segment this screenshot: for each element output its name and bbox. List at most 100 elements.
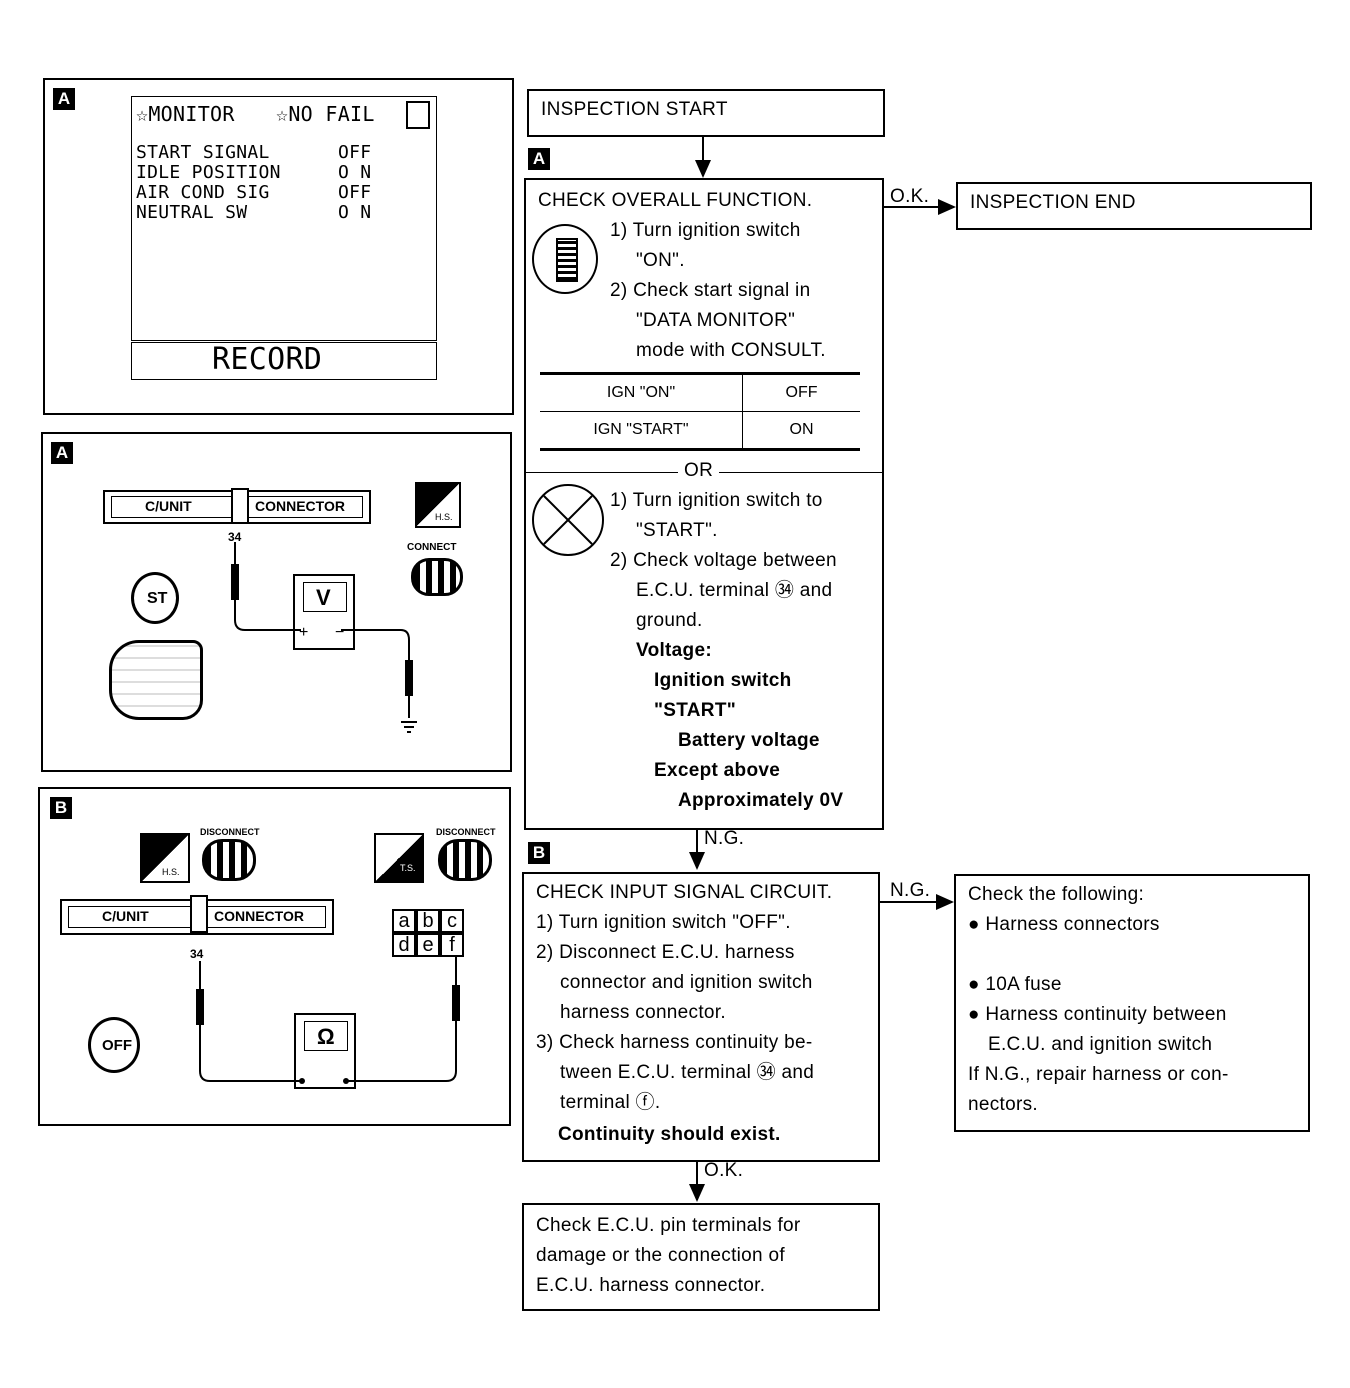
final-line: damage or the connection of [536, 1245, 785, 1266]
ng-label: N.G. [890, 880, 931, 901]
continuity-note: Continuity should exist. [558, 1124, 781, 1145]
check-a-step: "ON". [636, 250, 685, 271]
ohmmeter-symbol: Ω [317, 1024, 335, 1049]
plug-connect-icon [411, 558, 463, 596]
check-a-alt-step: 1) Turn ignition switch to [610, 490, 823, 511]
connector-pin-icon [231, 488, 249, 524]
record-label: RECORD [212, 342, 323, 377]
inspection-start-box: INSPECTION START [527, 89, 885, 137]
terminal-34-label: 34 [228, 530, 242, 544]
check-b-line: CHECK INPUT SIGNAL CIRCUIT. [536, 882, 833, 903]
connector-pin-icon [190, 895, 208, 933]
table-row: IGN "ON" OFF [540, 373, 860, 412]
voltage-line: Voltage: [636, 640, 712, 661]
terminal-cell: a [392, 909, 416, 933]
monitor-row-label: NEUTRAL SW [136, 202, 248, 223]
check-b-line: terminal ⓕ. [560, 1092, 661, 1113]
plus-terminal-icon: + [299, 624, 309, 641]
check-following-line: Check the following: [968, 884, 1145, 905]
key-off-label: OFF [102, 1037, 132, 1054]
terminal-cell: c [440, 909, 464, 933]
minus-terminal-icon: − [335, 624, 345, 641]
ts-icon [374, 833, 424, 883]
no-fail-header: ☆NO FAIL [276, 102, 375, 126]
monitor-row-value: OFF [338, 142, 372, 163]
panel-tag: B [50, 797, 72, 819]
check-following-line: ● Harness connectors [968, 914, 1160, 935]
connector-label: CONNECTOR [255, 498, 345, 514]
terminal-cell: b [416, 909, 440, 933]
voltage-line: Battery voltage [678, 730, 820, 751]
monitor-row-label: AIR COND SIG [136, 182, 270, 203]
consult-tool-icon [532, 224, 598, 294]
connector-label: CONNECTOR [214, 908, 304, 924]
terminal-cell: f [440, 933, 464, 957]
key-start-icon [131, 572, 179, 624]
check-a-alt-step: ground. [636, 610, 703, 631]
panel-b-continuity: B H.S. DISCONNECT T.S. DISCONNECT C/UNIT… [38, 787, 511, 1126]
check-b-line: connector and ignition switch [560, 972, 813, 993]
check-a-alt-step: 2) Check voltage between [610, 550, 837, 571]
monitor-row-value: OFF [338, 182, 372, 203]
check-b-line: 1) Turn ignition switch "OFF". [536, 912, 791, 933]
check-input-signal-box: CHECK INPUT SIGNAL CIRCUIT. 1) Turn igni… [522, 872, 880, 1162]
plug-disconnect-icon [438, 839, 492, 881]
terminal-cell: e [416, 933, 440, 957]
hs-icon [140, 833, 190, 883]
terminal-34-label: 34 [190, 947, 204, 961]
check-a-step: 2) Check start signal in [610, 280, 811, 301]
table-cell: IGN "ON" [540, 373, 743, 412]
voltage-line: "START" [654, 700, 737, 721]
connector-block: C/UNIT CONNECTOR [60, 895, 334, 935]
ok-label: O.K. [704, 1160, 744, 1181]
disconnect-label: DISCONNECT [436, 827, 496, 837]
check-ecu-pins-box: Check E.C.U. pin terminals for damage or… [522, 1203, 880, 1311]
terminal-cell: d [392, 933, 416, 957]
engine-icon [109, 640, 203, 720]
consult-screen: ☆MONITOR ☆NO FAIL START SIGNAL OFF IDLE … [131, 96, 437, 341]
table-cell: OFF [785, 384, 818, 401]
table-cell: ON [789, 421, 814, 438]
monitor-row-label: IDLE POSITION [136, 162, 281, 183]
hs-label: H.S. [162, 867, 180, 877]
final-line: E.C.U. harness connector. [536, 1275, 766, 1296]
hs-icon [415, 482, 461, 528]
check-following-box: Check the following: ● Harness connector… [954, 874, 1310, 1132]
check-b-line: tween E.C.U. terminal ㉞ and [560, 1062, 815, 1083]
record-button[interactable]: RECORD [131, 342, 437, 380]
monitor-row-value: O N [338, 202, 372, 223]
check-following-line: E.C.U. and ignition switch [988, 1034, 1213, 1055]
key-off-icon [88, 1017, 140, 1073]
check-a-alt-step: "START". [636, 520, 718, 541]
c-unit-label: C/UNIT [102, 908, 149, 924]
check-following-line: nectors. [968, 1094, 1038, 1115]
c-unit-label: C/UNIT [145, 498, 192, 514]
check-a-step: "DATA MONITOR" [636, 310, 796, 331]
check-following-line: ● Harness continuity between [968, 1004, 1227, 1025]
check-following-line: If N.G., repair harness or con- [968, 1064, 1229, 1085]
step-tag-b: B [528, 842, 550, 864]
disconnect-label: DISCONNECT [200, 827, 260, 837]
checkbox-icon[interactable] [406, 101, 430, 129]
voltmeter-symbol: V [316, 585, 331, 610]
ohmmeter: Ω [294, 1013, 356, 1089]
inspection-end-label: INSPECTION END [970, 192, 1136, 213]
check-following-line: ● 10A fuse [968, 974, 1062, 995]
panel-a-voltage: A C/UNIT CONNECTOR 34 H.S. CONNECT ST V … [41, 432, 512, 772]
final-line: Check E.C.U. pin terminals for [536, 1215, 801, 1236]
continuity-wiring [196, 957, 460, 1084]
panel-tag: A [51, 442, 73, 464]
voltage-line: Except above [654, 760, 781, 781]
inspection-end-box: INSPECTION END [956, 182, 1312, 230]
voltmeter-display: V [303, 582, 347, 612]
check-a-step: 1) Turn ignition switch [610, 220, 801, 241]
voltage-line: Ignition switch [654, 670, 792, 691]
monitor-row-label: START SIGNAL [136, 142, 270, 163]
step-tag-a: A [528, 148, 550, 170]
check-a-title: CHECK OVERALL FUNCTION. [538, 190, 813, 211]
ohmmeter-display: Ω [304, 1021, 348, 1051]
cross-icon [543, 495, 593, 545]
voltage-wiring [231, 542, 417, 733]
ok-label: O.K. [890, 186, 930, 207]
